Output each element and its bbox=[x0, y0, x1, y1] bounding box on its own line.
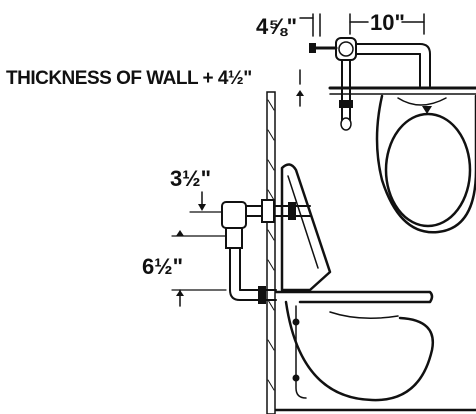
bowl-side-view bbox=[274, 290, 435, 402]
valve-handle-grip bbox=[309, 43, 316, 53]
side-valve-body bbox=[221, 201, 247, 229]
side-valve-assembly bbox=[221, 199, 311, 304]
wall-hatch-1 bbox=[267, 99, 275, 111]
dim-mid-arrow bbox=[198, 204, 206, 211]
wall bbox=[266, 91, 276, 414]
valve-body-cap bbox=[338, 41, 354, 57]
bowl-rim bbox=[274, 290, 434, 304]
side-valve-lower bbox=[225, 227, 243, 249]
wall-note-arrow-up bbox=[296, 90, 304, 96]
dim-label-mid: 3½" bbox=[170, 166, 211, 191]
back-tank-inner-line bbox=[287, 175, 319, 269]
bowl-body bbox=[284, 300, 435, 402]
bowl-carrier bbox=[295, 305, 307, 399]
back-tank-outline bbox=[280, 163, 332, 292]
bolt-upper bbox=[292, 318, 300, 326]
bowl-inner-curve bbox=[329, 311, 399, 319]
side-dimensions: 3½" 6½" bbox=[142, 166, 227, 307]
top-dimensions: 4⅝" 10" bbox=[256, 10, 425, 39]
riser-elbow-outer bbox=[229, 289, 277, 301]
stem-tip bbox=[340, 117, 352, 131]
wall-thickness-note: THICKNESS OF WALL + 4½" bbox=[6, 68, 252, 89]
dim-lower-arrow-bottom bbox=[176, 290, 184, 296]
seat-hinge-curve bbox=[397, 97, 447, 106]
dim-label-lower: 6½" bbox=[142, 254, 183, 279]
wall-flange bbox=[261, 199, 275, 223]
dim-label-top-left: 4⅝" bbox=[256, 14, 297, 39]
wall-section bbox=[266, 91, 276, 414]
seat-inner-opening bbox=[384, 112, 472, 228]
wall-hatch-8 bbox=[267, 339, 275, 351]
seat-hinge-marker bbox=[422, 106, 432, 114]
wall-hatch-5 bbox=[267, 229, 275, 241]
wall-hatch-2 bbox=[267, 129, 275, 141]
pipe-elbow-outer bbox=[419, 43, 431, 87]
seat-outer-rim bbox=[375, 94, 476, 234]
stem-nut bbox=[339, 100, 353, 108]
wall-hatch-9 bbox=[267, 379, 275, 391]
wall-hatch-7 bbox=[267, 299, 275, 311]
wall-hatch-4 bbox=[267, 189, 275, 201]
bowl-top-view bbox=[375, 94, 476, 234]
bolt-lower bbox=[292, 374, 300, 382]
dim-lower-arrow-top bbox=[176, 230, 184, 236]
wall-hatch-3 bbox=[267, 159, 275, 171]
dim-label-top-right: 10" bbox=[370, 10, 405, 35]
wall-hatch-6 bbox=[267, 259, 275, 271]
side-coupling bbox=[288, 202, 296, 220]
riser-coupling bbox=[258, 286, 266, 304]
tank-side-view bbox=[280, 163, 332, 292]
top-valve-assembly bbox=[309, 37, 476, 131]
